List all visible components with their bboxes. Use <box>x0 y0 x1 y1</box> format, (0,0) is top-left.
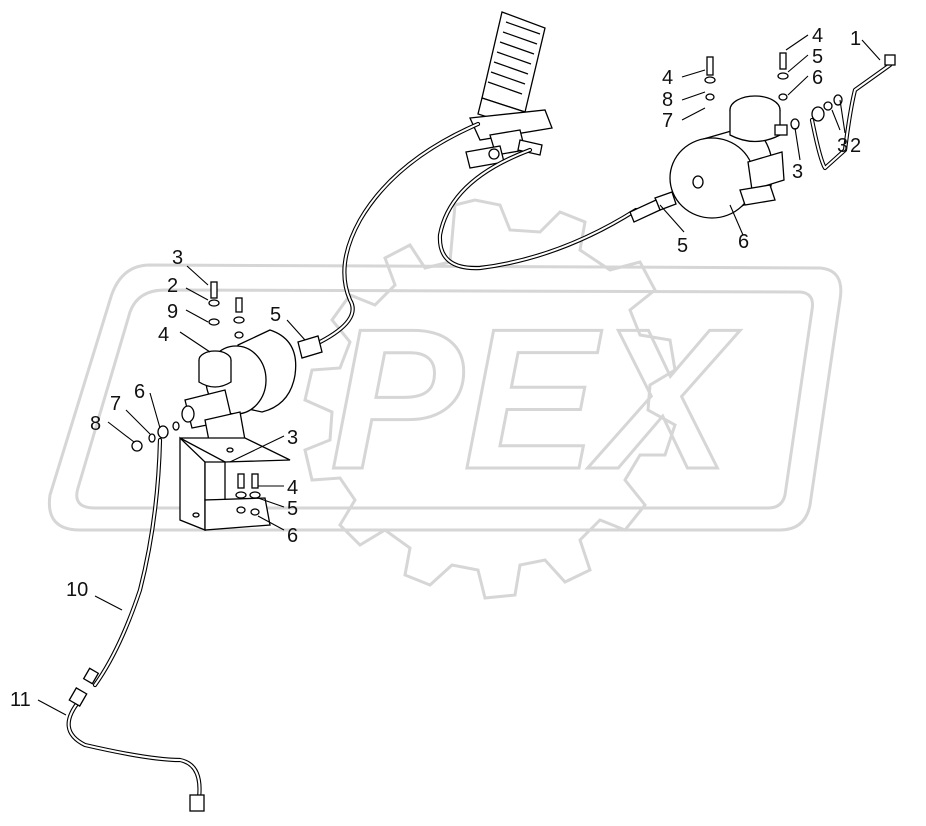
callout-label: 3 <box>837 135 848 157</box>
hydraulic-lines <box>66 62 893 808</box>
hose-fittings <box>68 54 896 812</box>
callout-label: 6 <box>287 525 298 547</box>
callout-label: 5 <box>270 304 281 326</box>
callout-label: 7 <box>662 110 673 132</box>
callout-label: 4 <box>158 324 169 346</box>
callout-label: 6 <box>812 67 823 89</box>
watermark-text: PEX <box>330 288 741 511</box>
callout-label: 11 <box>10 689 31 711</box>
watermark-gear <box>303 198 677 600</box>
callout-label: 6 <box>134 381 145 403</box>
callout-label: 4 <box>287 477 298 499</box>
hardware-right-top <box>704 52 843 130</box>
callout-label: 1 <box>850 28 861 50</box>
callout-label: 3 <box>792 161 803 183</box>
callout-label: 5 <box>812 46 823 68</box>
callout-label: 5 <box>677 235 688 257</box>
callout-label: 7 <box>110 393 121 415</box>
callout-label: 8 <box>90 413 101 435</box>
callout-label: 9 <box>167 301 178 323</box>
callout-label: 8 <box>662 89 673 111</box>
callout-label: 2 <box>167 275 178 297</box>
callouts: 1 2 3 3 4 5 6 4 5 6 8 7 4 5 6 7 8 3 3 2 … <box>10 25 861 711</box>
watermark-logo <box>47 263 843 532</box>
callout-label: 5 <box>287 498 298 520</box>
callout-label: 4 <box>662 67 673 89</box>
callout-label: 4 <box>812 25 823 47</box>
callout-label: 6 <box>738 231 749 253</box>
brake-pedal <box>465 11 553 169</box>
callout-label: 3 <box>172 247 183 269</box>
callout-label: 10 <box>66 579 88 601</box>
brake-booster-right <box>629 95 788 223</box>
hardware-left-top <box>131 281 245 452</box>
hardware-bracket <box>235 473 261 516</box>
callout-label: 3 <box>287 427 298 449</box>
mounting-bracket <box>179 436 291 531</box>
callout-label: 2 <box>850 135 861 157</box>
brake-booster-left <box>181 329 323 447</box>
leader-lines <box>37 34 881 716</box>
